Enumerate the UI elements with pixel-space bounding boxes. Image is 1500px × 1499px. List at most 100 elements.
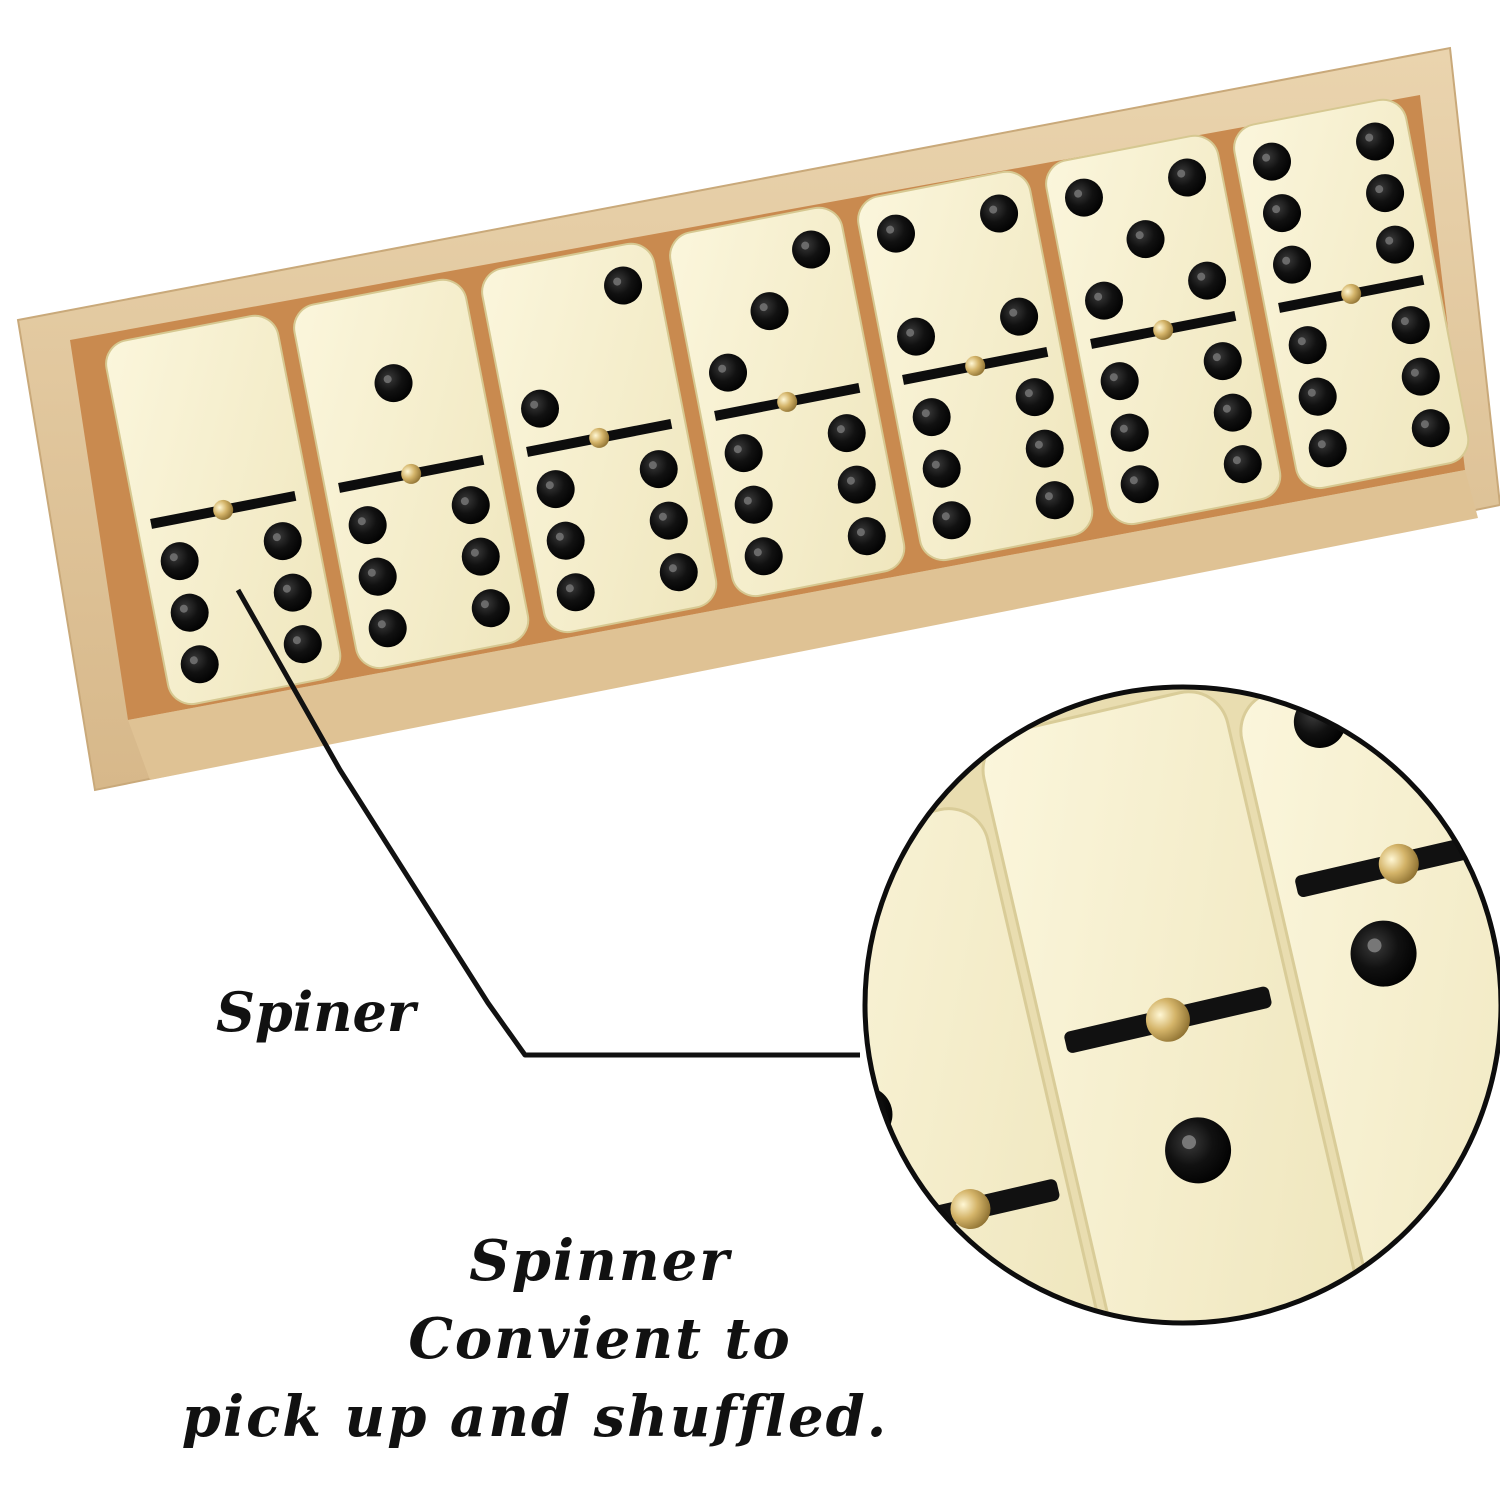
domino-bottom-pip: [1223, 445, 1262, 484]
domino-bottom-pip: [451, 486, 490, 525]
domino-bottom-pip-highlight: [357, 517, 366, 526]
domino-top-pip: [1376, 225, 1415, 264]
domino-bottom-pip-highlight: [1297, 337, 1306, 346]
domino-tile: [669, 206, 906, 598]
domino-bottom-pip: [1411, 409, 1450, 448]
domino-bottom-pip-highlight: [460, 497, 469, 506]
domino-tile: [857, 170, 1094, 562]
domino-bottom-pip: [847, 517, 886, 556]
spinner-pin: [589, 427, 610, 448]
domino-bottom-pip-highlight: [658, 512, 667, 521]
domino-bottom-pip-highlight: [179, 604, 188, 613]
domino-bottom-pip-highlight: [1024, 389, 1033, 398]
domino-top-pip-highlight: [1262, 153, 1271, 162]
domino-bottom-pip: [1308, 429, 1347, 468]
domino-top-pip: [792, 230, 831, 269]
domino-top-pip-highlight: [613, 277, 622, 286]
domino-bottom-pip-highlight: [753, 548, 762, 557]
domino-bottom-pip: [1401, 357, 1440, 396]
domino-bottom-pip-highlight: [1212, 353, 1221, 362]
domino-top-pip-highlight: [1094, 292, 1103, 301]
domino-bottom-pip: [1015, 378, 1054, 417]
domino-top-pip-highlight: [1385, 236, 1394, 245]
domino-top-pip-highlight: [1365, 133, 1374, 142]
caption: Spinner Convient to pick up and shuffled…: [182, 1222, 1000, 1456]
domino-bottom-pip: [659, 553, 698, 592]
domino-bottom-pip-highlight: [743, 496, 752, 505]
spinner-pin: [1341, 283, 1362, 304]
domino-bottom-pip: [932, 501, 971, 540]
spinner-pin: [777, 391, 798, 412]
domino-top-pip: [1188, 261, 1227, 300]
domino-bottom-pip: [170, 593, 209, 632]
domino-bottom-pip-highlight: [1044, 492, 1053, 501]
domino-bottom-pip: [639, 450, 678, 489]
domino-bottom-pip: [1120, 465, 1159, 504]
domino-bottom-pip: [283, 625, 322, 664]
spinner-pin: [1153, 319, 1174, 340]
domino-bottom-pip-highlight: [1129, 476, 1138, 485]
domino-tile: [293, 278, 530, 670]
domino-bottom-pip-highlight: [1317, 440, 1326, 449]
domino-bottom-pip: [734, 485, 773, 524]
domino-top-pip-highlight: [383, 375, 392, 384]
domino-bottom-pip: [1288, 326, 1327, 365]
domino-top-pip-highlight: [1135, 231, 1144, 240]
domino-top-pip-highlight: [718, 364, 727, 373]
domino-top-pip: [980, 194, 1019, 233]
domino-top-pip: [709, 353, 748, 392]
domino-top-pip: [1263, 194, 1302, 233]
domino-tile: [481, 242, 718, 634]
domino-bottom-pip-highlight: [921, 409, 930, 418]
domino-bottom-pip-highlight: [1034, 440, 1043, 449]
domino-top-pip-highlight: [989, 205, 998, 214]
domino-top-pip: [876, 214, 915, 253]
domino-bottom-pip: [546, 521, 585, 560]
domino-bottom-pip: [1391, 306, 1430, 345]
domino-row: [105, 98, 1470, 706]
domino-top-pip-highlight: [1009, 308, 1018, 317]
domino-bottom-pip-highlight: [272, 533, 281, 542]
domino-top-pip-highlight: [1197, 272, 1206, 281]
domino-top-pip: [1126, 220, 1165, 259]
domino-top-pip: [374, 364, 413, 403]
domino-bottom-pip: [180, 645, 219, 684]
domino-top-pip-highlight: [906, 328, 915, 337]
domino-bottom-pip: [1298, 377, 1337, 416]
domino-top-pip-highlight: [1074, 189, 1083, 198]
domino-tile: [1233, 98, 1470, 490]
domino-bottom-pip-highlight: [169, 553, 178, 562]
domino-bottom-pip-highlight: [846, 476, 855, 485]
spiner-label: Spiner: [216, 980, 416, 1044]
domino-top-pip: [1064, 178, 1103, 217]
domino-bottom-pip: [922, 449, 961, 488]
domino-top-pip-highlight: [1272, 205, 1281, 214]
domino-bottom-pip: [1025, 429, 1064, 468]
domino-bottom-pip: [556, 573, 595, 612]
caption-line-1: Spinner: [469, 1228, 731, 1294]
domino-bottom-pip-highlight: [292, 636, 301, 645]
domino-bottom-pip: [263, 522, 302, 561]
domino-top-pip: [750, 292, 789, 331]
caption-line-3: pick up and shuffled.: [181, 1384, 889, 1450]
domino-bottom-pip-highlight: [1109, 373, 1118, 382]
domino-bottom-pip-highlight: [367, 568, 376, 577]
spinner-pin: [213, 499, 234, 520]
domino-top-pip: [521, 389, 560, 428]
domino-bottom-pip: [536, 470, 575, 509]
domino-top-pip: [1252, 142, 1291, 181]
domino-tile: [105, 314, 342, 706]
domino-bottom-pip-highlight: [1400, 317, 1409, 326]
domino-bottom-pip: [827, 414, 866, 453]
domino-bottom-pip: [1100, 362, 1139, 401]
domino-bottom-pip-highlight: [668, 564, 677, 573]
domino-bottom-pip-highlight: [733, 445, 742, 454]
domino-bottom-pip-highlight: [931, 460, 940, 469]
domino-top-pip: [1168, 158, 1207, 197]
domino-top-pip: [604, 266, 643, 305]
domino-top-pip: [897, 317, 936, 356]
domino-bottom-pip: [649, 501, 688, 540]
domino-bottom-pip: [273, 573, 312, 612]
domino-top-pip-highlight: [1375, 185, 1384, 194]
